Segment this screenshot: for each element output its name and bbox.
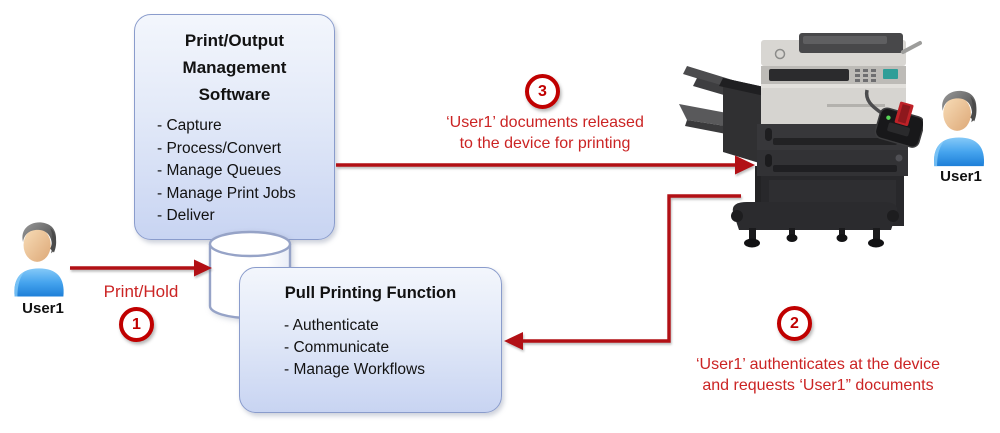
software-item: - Process/Convert [157,139,282,157]
person-icon [14,222,64,297]
pull-box-title: Pull Printing Function [284,284,457,302]
step-1-badge: 1 [119,307,154,342]
software-box-title: Print/Output Management Software [182,31,287,104]
step-2-badge: 2 [777,306,812,341]
person-icon [933,90,985,167]
pull-item: - Manage Workflows [284,361,425,378]
software-item: - Manage Print Jobs [157,184,296,202]
step-3-label: ‘User1’ documents released to the device… [446,114,644,152]
user-left-label: User1 [22,300,64,317]
pull-item: - Authenticate [284,317,379,334]
arrow-print-hold [70,259,212,277]
user-right-label: User1 [940,168,982,185]
mfp-printer-icon [679,33,923,248]
pull-box: Pull Printing Function - Authenticate - … [239,267,502,413]
software-box-items: - Capture - Process/Convert - Manage Que… [135,108,334,228]
step-2-label: ‘User1’ authenticates at the device and … [696,356,940,394]
software-box: Print/Output Management Software - Captu… [134,14,335,240]
step-3-badge: 3 [525,74,560,109]
pull-box-items: - Authenticate - Communicate - Manage Wo… [240,303,501,381]
card-reader-icon [864,89,923,148]
software-item: - Capture [157,117,222,134]
software-item: - Deliver [157,207,215,225]
pull-item: - Communicate [284,339,390,356]
software-item: - Manage Queues [157,162,282,180]
step-1-label: Print/Hold [103,282,179,301]
